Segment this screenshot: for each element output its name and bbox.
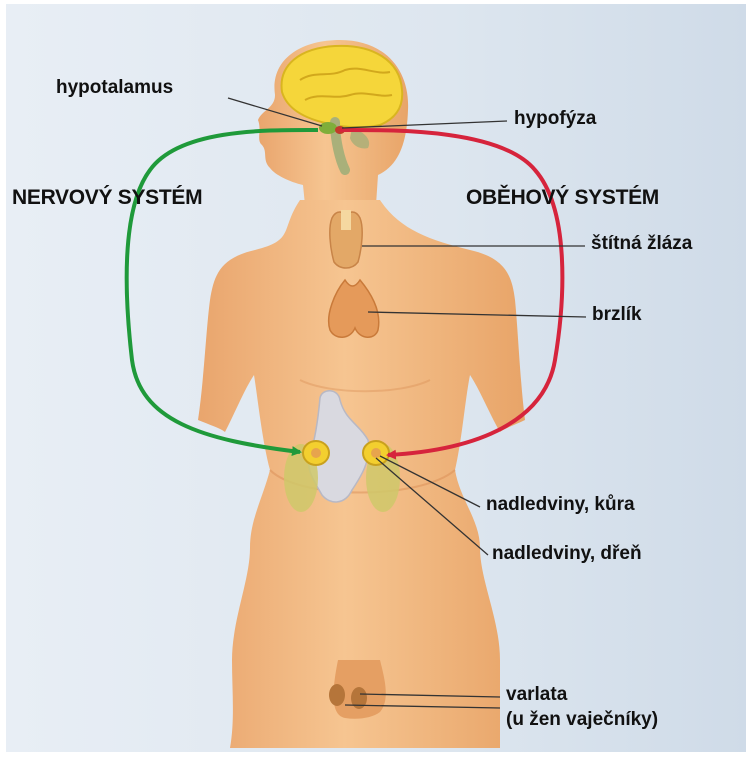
hypothalamus-gland [319, 122, 337, 134]
label-pituitary: hypofýza [514, 109, 596, 130]
label-nervous-system: NERVOVÝ SYSTÉM [12, 186, 202, 209]
left-adrenal-medulla [311, 448, 321, 458]
label-thyroid: štítná žláza [591, 234, 692, 255]
label-adrenal-medulla: nadledviny, dřeň [492, 544, 642, 565]
label-thymus: brzlík [592, 305, 642, 326]
thyroid [330, 210, 362, 268]
right-adrenal-medulla [371, 448, 381, 458]
label-adrenal-cortex: nadledviny, kůra [486, 495, 635, 516]
left-testis [329, 684, 345, 706]
trachea [341, 210, 351, 230]
label-gonads: varlata [506, 685, 567, 706]
label-gonads-note: (u žen vaječníky) [506, 710, 658, 731]
label-hypothalamus: hypotalamus [56, 78, 173, 99]
label-circulatory-system: OBĚHOVÝ SYSTÉM [466, 186, 659, 209]
